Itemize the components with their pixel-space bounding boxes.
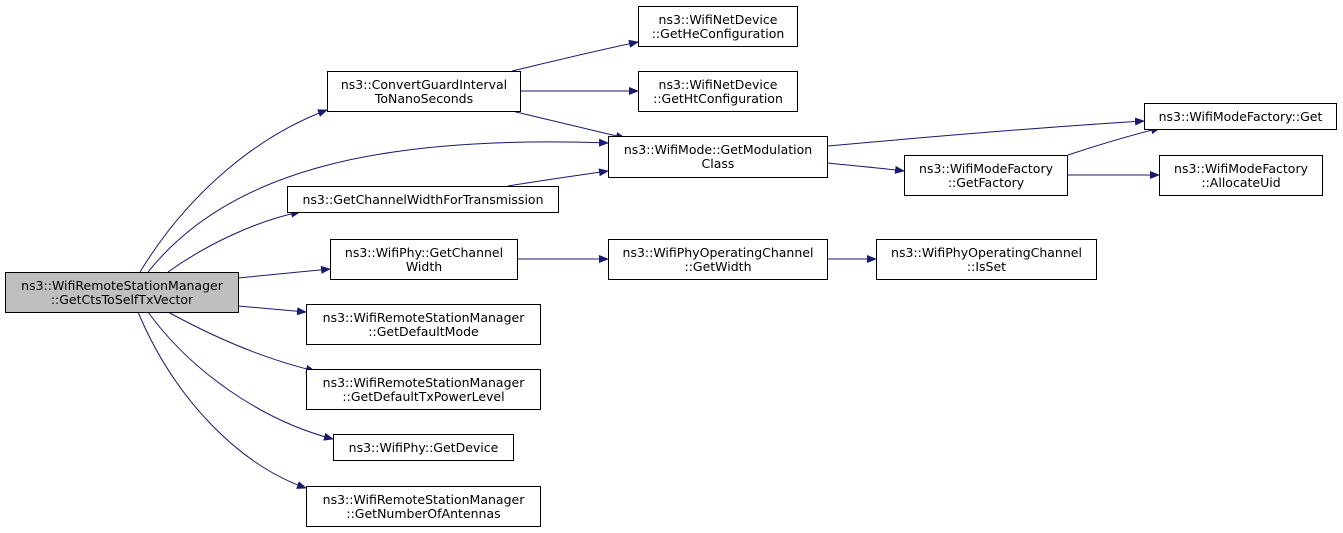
edge-root-to-get-default-mode [237, 305, 307, 316]
node-label-line2: ::IsSet [966, 258, 1007, 274]
node-label-line2: ::GetDefaultMode [368, 323, 479, 339]
node-label-line1: ns3::WifiPhyOperatingChannel [622, 244, 814, 260]
node-convert-guard-interval[interactable]: ns3::ConvertGuardInterval ToNanoSeconds [327, 71, 521, 112]
node-get-modulation-class[interactable]: ns3::WifiMode::GetModulation Class [608, 136, 828, 178]
node-operating-channel-get-width[interactable]: ns3::WifiPhyOperatingChannel ::GetWidth [608, 239, 828, 280]
node-get-default-mode[interactable]: ns3::WifiRemoteStationManager ::GetDefau… [306, 304, 541, 345]
node-label-line2: ::AllocateUid [1201, 174, 1281, 190]
node-label-line1: ns3::WifiPhy::GetChannel [344, 244, 504, 260]
edge-root-to-phy-get-channel-width [237, 265, 331, 279]
node-label-line2: ToNanoSeconds [374, 90, 474, 106]
edge-mode-factory-get-factory-to-mode-factory-get [1067, 126, 1161, 156]
node-label-line1: ns3::WifiModeFactory [1174, 160, 1308, 176]
node-label-line1: ns3::WifiMode::GetModulation [623, 142, 813, 157]
node-label-line1: ns3::WifiModeFactory [919, 160, 1053, 176]
node-mode-factory-allocate-uid[interactable]: ns3::WifiModeFactory ::AllocateUid [1159, 155, 1323, 196]
node-label-line1: ns3::WifiPhy::GetDevice [348, 439, 499, 455]
node-operating-channel-is-set[interactable]: ns3::WifiPhyOperatingChannel ::IsSet [876, 239, 1097, 280]
edge-root-to-get-modulation-class [147, 138, 609, 273]
node-root-get-cts-to-self-tx-vector: ns3::WifiRemoteStationManager ::GetCtsTo… [5, 272, 239, 313]
edge-convert-guard-interval-to-get-modulation-class [511, 110, 626, 140]
node-get-ht-configuration[interactable]: ns3::WifiNetDevice ::GetHtConfiguration [638, 71, 798, 112]
node-label-line1: ns3::WifiModeFactory::Get [1158, 108, 1323, 124]
edge-root-to-convert-guard-interval [139, 109, 328, 273]
node-label-line2: ::GetWidth [684, 258, 752, 274]
node-label-line1: ns3::ConvertGuardInterval [340, 76, 508, 92]
node-get-channel-width-for-transmission[interactable]: ns3::GetChannelWidthForTransmission [287, 186, 559, 213]
node-label-line2: ::GetHeConfiguration [651, 25, 785, 41]
node-label-line2: ::GetFactory [947, 174, 1025, 190]
node-label-line2: ::GetNumberOfAntennas [346, 505, 501, 521]
node-label-line1: ns3::GetChannelWidthForTransmission [302, 191, 544, 207]
node-label-line2: Class [701, 156, 735, 171]
node-label-line1: ns3::WifiRemoteStationManager [322, 309, 525, 325]
node-phy-get-device[interactable]: ns3::WifiPhy::GetDevice [333, 434, 514, 461]
node-label-line1: ns3::WifiNetDevice [658, 76, 778, 92]
edge-get-modulation-class-to-mode-factory-get-factory [827, 162, 905, 174]
node-label-line1: ns3::WifiRemoteStationManager [21, 277, 223, 293]
node-label-line1: ns3::WifiNetDevice [658, 11, 778, 27]
edge-root-to-get-channel-width-for-transmission [167, 209, 301, 273]
node-get-number-of-antennas[interactable]: ns3::WifiRemoteStationManager ::GetNumbe… [306, 486, 541, 527]
node-label-line1: ns3::WifiRemoteStationManager [322, 491, 525, 507]
node-label-line2: Width [405, 258, 443, 274]
node-get-he-configuration[interactable]: ns3::WifiNetDevice ::GetHeConfiguration [638, 6, 798, 47]
node-label-line1: ns3::WifiPhyOperatingChannel [891, 244, 1082, 260]
edge-root-to-phy-get-device [147, 311, 334, 441]
edge-convert-guard-interval-to-get-he-configuration [511, 39, 639, 72]
node-label-line1: ns3::WifiRemoteStationManager [322, 374, 525, 390]
edge-root-to-get-default-tx-power-level [167, 311, 316, 373]
node-mode-factory-get-factory[interactable]: ns3::WifiModeFactory ::GetFactory [904, 155, 1068, 196]
node-label-line2: ::GetCtsToSelfTxVector [50, 291, 194, 307]
edge-root-to-get-number-of-antennas [137, 311, 307, 489]
edge-get-modulation-class-to-mode-factory-get [827, 117, 1145, 147]
node-label-line2: ::GetHtConfiguration [653, 90, 783, 106]
edge-get-channel-width-for-transmission-to-get-modulation-class [507, 168, 609, 187]
node-mode-factory-get[interactable]: ns3::WifiModeFactory::Get [1144, 103, 1337, 130]
node-get-default-tx-power-level[interactable]: ns3::WifiRemoteStationManager ::GetDefau… [306, 369, 541, 410]
node-label-line2: ::GetDefaultTxPowerLevel [342, 388, 505, 404]
node-phy-get-channel-width[interactable]: ns3::WifiPhy::GetChannel Width [330, 239, 518, 280]
